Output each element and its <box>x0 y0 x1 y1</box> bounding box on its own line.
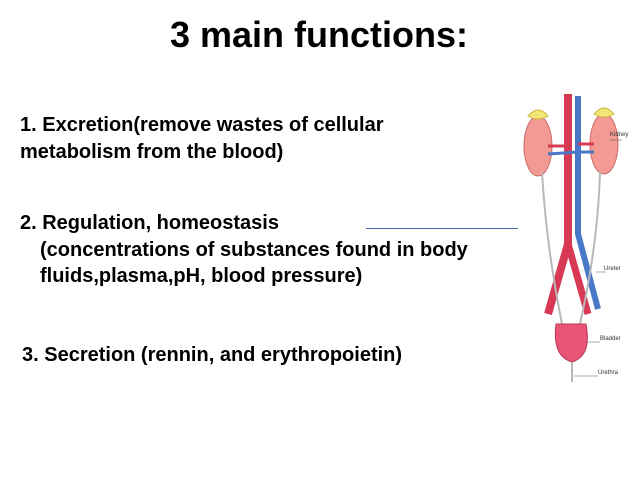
urethra-label: Urethra <box>598 370 619 376</box>
kidney-label: Kidney <box>610 132 628 138</box>
bladder-label: Bladder <box>600 336 621 342</box>
vena-cava <box>575 96 601 310</box>
urinary-system-diagram: Kidney Ureter Bladder Urethra <box>523 94 628 382</box>
function-regulation-detail: (concentrations of substances found in b… <box>40 238 468 288</box>
left-adrenal-gland <box>527 109 549 120</box>
renal-arteries <box>548 142 594 148</box>
urinary-system-illustration: Kidney Ureter Bladder Urethra <box>518 84 630 384</box>
bladder <box>554 323 588 363</box>
connector-line <box>366 228 526 229</box>
left-ureter <box>541 171 563 325</box>
function-regulation: 2. Regulation, homeostasis (concentratio… <box>20 210 520 290</box>
slide-title: 3 main functions: <box>169 14 469 55</box>
function-excretion: 1. Excretion(remove wastes of cellular m… <box>20 114 384 163</box>
function-regulation-heading: 2. Regulation, homeostasis <box>20 212 279 234</box>
right-ureter <box>579 171 601 325</box>
right-adrenal-gland <box>593 107 615 118</box>
renal-veins <box>547 150 594 156</box>
function-secretion: 3. Secretion (rennin, and erythropoietin… <box>22 344 403 366</box>
left-kidney <box>523 115 553 177</box>
right-kidney <box>589 113 619 175</box>
ureter-label: Ureter <box>604 266 621 272</box>
aorta <box>544 94 572 316</box>
